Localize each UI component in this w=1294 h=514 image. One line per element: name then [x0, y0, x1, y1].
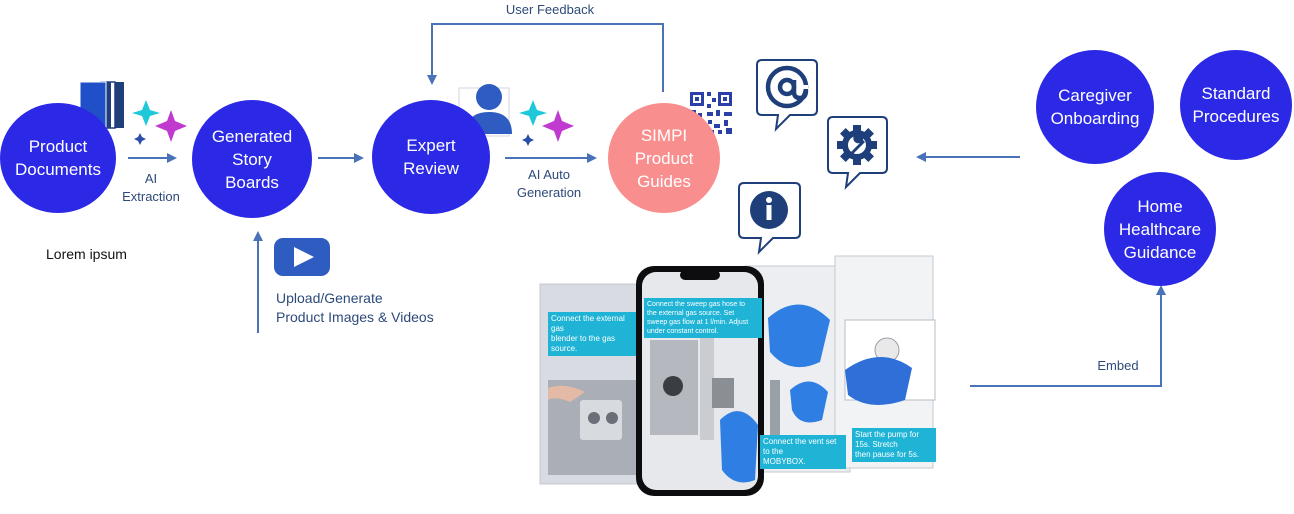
label-ai-auto-generation: AI Auto Generation	[516, 167, 582, 200]
info-bubble-icon	[738, 182, 801, 255]
label-embed: Embed	[1097, 358, 1139, 373]
at-sign-bubble-icon	[756, 59, 818, 132]
gear-wrench-bubble-icon	[827, 116, 888, 190]
label-ai-extraction: AI Extraction	[122, 171, 180, 204]
node-simpi-product-guides: SIMPI Product Guides	[608, 103, 720, 213]
node-generated-story-boards: Generated Story Boards	[192, 100, 312, 218]
label-upload-generate: Upload/Generate Product Images & Videos	[276, 290, 434, 325]
node-expert-review: Expert Review	[372, 100, 490, 214]
sparkle-icon	[132, 100, 187, 145]
node-product-documents: Product Documents	[0, 103, 116, 213]
arrow-embed	[970, 285, 1166, 387]
video-play-icon	[274, 238, 330, 276]
node-home-healthcare-guidance: Home Healthcare Guidance	[1104, 172, 1216, 286]
step-caption: Connect the external gas blender to the …	[548, 312, 636, 356]
sparkle-icon	[519, 100, 574, 146]
step-caption: Connect the sweep gas hose to the extern…	[644, 298, 762, 338]
step-caption: Start the pump for 15s. Stretch then pau…	[852, 428, 936, 462]
step-caption: Connect the vent set to the MOBYBOX.	[760, 435, 846, 469]
node-standard-procedures: Standard Procedures	[1180, 50, 1292, 160]
node-caregiver-onboarding: Caregiver Onboarding	[1036, 50, 1154, 164]
arrow-user-feedback	[427, 23, 664, 92]
label-lorem-ipsum: Lorem ipsum	[46, 246, 127, 262]
user-icon	[458, 84, 512, 137]
label-user-feedback: User Feedback	[505, 2, 595, 17]
